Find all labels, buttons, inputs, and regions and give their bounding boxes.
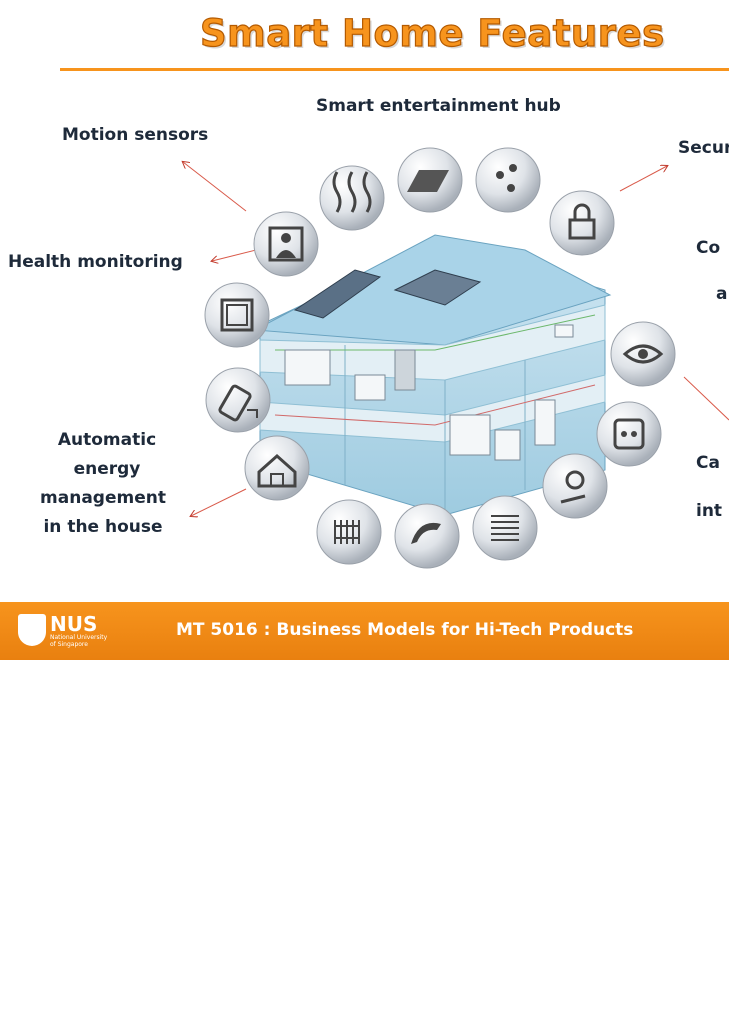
slide-title: Smart Home Features [199, 11, 665, 55]
blinds-icon [472, 495, 538, 561]
label-energy-line1: Automatic [57, 430, 157, 450]
label-energy-line4: in the house [43, 517, 163, 537]
label-security: Secur [678, 138, 729, 158]
phone-icon [394, 503, 460, 569]
remote-ir-icon [205, 367, 271, 433]
lightbulb-icon [542, 453, 608, 519]
label-entertainment-hub: Smart entertainment hub [316, 96, 561, 116]
upper-floor [259, 304, 606, 381]
label-motion-sensors: Motion sensors [62, 125, 209, 145]
nus-logo-subtext: National University of Singapore [50, 634, 108, 648]
label-camera-line1: Ca [696, 453, 720, 473]
socket-icon [596, 401, 662, 467]
label-energy-line2: energy [73, 459, 141, 479]
course-title: MT 5016 : Business Models for Hi-Tech Pr… [176, 620, 634, 640]
nus-crest-icon [18, 614, 46, 646]
label-camera-line2: int [696, 501, 723, 521]
eye-icon [610, 321, 676, 387]
solar-panel-1 [293, 269, 382, 319]
solar-panel-icon [397, 147, 463, 213]
solar-panel-2 [393, 269, 482, 306]
title-underline [60, 68, 729, 71]
label-control-line2: a [716, 284, 728, 304]
water-drop-icon [475, 147, 541, 213]
footer-bar: NUS National University of Singapore MT … [0, 602, 729, 660]
nus-logo: NUS National University of Singapore [18, 612, 128, 650]
label-health-monitoring: Health monitoring [8, 252, 183, 272]
radiator-icon [316, 499, 382, 565]
nus-logo-text: NUS [50, 612, 98, 636]
label-control-line1: Co [696, 238, 721, 258]
window-icon [204, 282, 270, 348]
lock-icon [549, 190, 615, 256]
label-energy-line3: management [40, 488, 166, 508]
house-icon [244, 435, 310, 501]
heating-icon [319, 165, 385, 231]
person-icon [253, 211, 319, 277]
house-drawing [204, 147, 676, 569]
smart-home-illustration [195, 140, 715, 600]
